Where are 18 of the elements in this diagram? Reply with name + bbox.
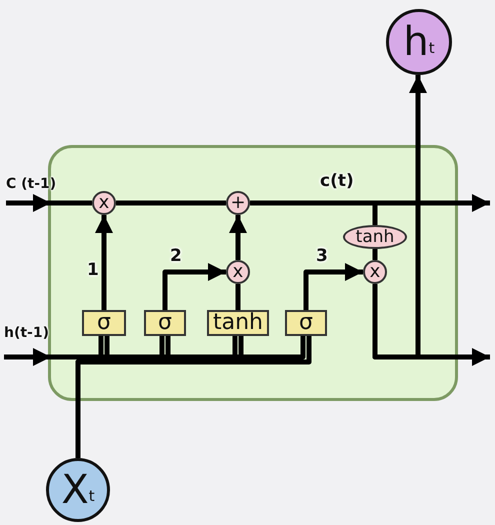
sigmoid-gate: σ — [144, 310, 186, 336]
edge-label: c(t) — [320, 171, 354, 191]
add-node: + — [226, 191, 250, 215]
tanh-ellipse: tanh — [343, 225, 407, 249]
tanh-gate: tanh — [207, 310, 269, 336]
sigmoid-gate: σ — [82, 310, 126, 336]
arrow — [162, 263, 226, 310]
multiply-node: x — [363, 260, 387, 284]
arrow — [229, 215, 247, 260]
multiply-node: x — [92, 191, 116, 215]
edge-label: 3 — [316, 246, 328, 266]
edge-label: 1 — [87, 260, 99, 280]
signal-label: h(t-1) — [4, 326, 50, 340]
arrow — [304, 263, 363, 310]
sigmoid-gate: σ — [285, 310, 327, 336]
arrow — [95, 215, 113, 310]
multiply-node: x — [226, 260, 250, 284]
edge-label: 2 — [170, 246, 182, 266]
